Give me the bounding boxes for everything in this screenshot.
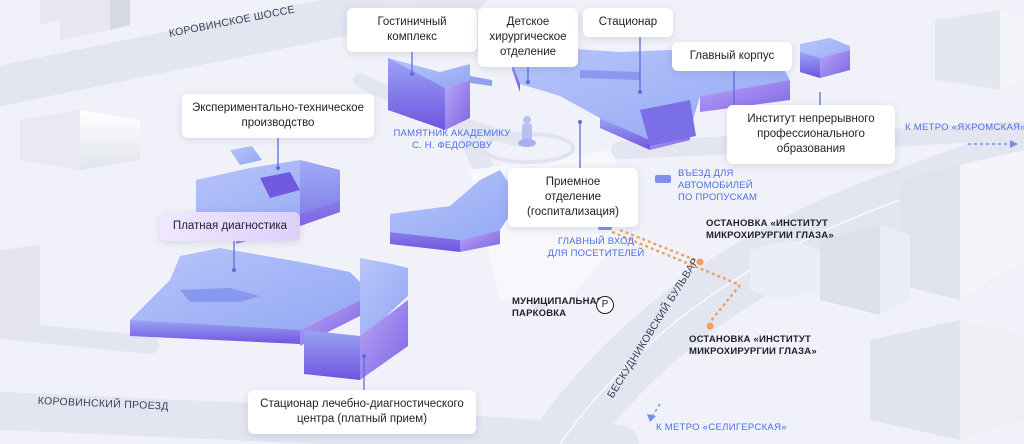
stop-label-lower[interactable]: ОСТАНОВКА «ИНСТИТУТ МИКРОХИРУРГИИ ГЛАЗА» (689, 334, 817, 357)
callout-hospital[interactable]: Стационар (583, 8, 673, 37)
callout-paid-diagnostics[interactable]: Платная диагностика (160, 212, 300, 241)
callout-continuing-education[interactable]: Институт непрерывного профессионального … (727, 105, 895, 164)
building-diagnostics (130, 248, 408, 380)
stop-lower-marker (706, 322, 714, 330)
callout-experimental-production[interactable]: Экспериментально-техническое производств… (182, 94, 374, 138)
monument-marker (518, 116, 536, 147)
callout-day-hospital[interactable]: Стационар лечебно-диагностического центр… (248, 390, 476, 434)
building-hotel (388, 58, 492, 130)
metro-arrows (649, 143, 1010, 421)
car-entry-marker (655, 175, 671, 183)
building-admission (390, 170, 520, 252)
parking-label[interactable]: МУНИЦИПАЛЬНАЯ ПАРКОВКА (512, 296, 604, 319)
callout-admission[interactable]: Приемное отделение (госпитализация) (508, 168, 638, 227)
metro-seligerskaya[interactable]: К МЕТРО «СЕЛИГЕРСКАЯ» (656, 422, 787, 433)
campus-buildings (130, 38, 850, 380)
parking-icon: P (596, 296, 614, 314)
poi-monument[interactable]: ПАМЯТНИК АКАДЕМИКУ С. Н. ФЕДОРОВУ (393, 128, 511, 151)
stop-label-upper[interactable]: ОСТАНОВКА «ИНСТИТУТ МИКРОХИРУРГИИ ГЛАЗА» (706, 218, 834, 241)
building-main-complex (512, 38, 850, 150)
callout-pediatric-surgery[interactable]: Детское хирургическое отделение (478, 8, 578, 67)
metro-yakhromskaya[interactable]: К МЕТРО «ЯХРОМСКАЯ» (905, 122, 1024, 133)
pedestrian-routes (611, 228, 741, 323)
poi-main-entrance[interactable]: ГЛАВНЫЙ ВХОД ДЛЯ ПОСЕТИТЕЛЕЙ (547, 236, 645, 259)
poi-car-entry[interactable]: ВЪЕЗД ДЛЯ АВТОМОБИЛЕЙ ПО ПРОПУСКАМ (678, 168, 758, 203)
callout-hotel[interactable]: Гостиничный комплекс (347, 8, 477, 52)
stop-upper-marker (696, 258, 704, 266)
callout-main-building[interactable]: Главный корпус (672, 42, 792, 71)
